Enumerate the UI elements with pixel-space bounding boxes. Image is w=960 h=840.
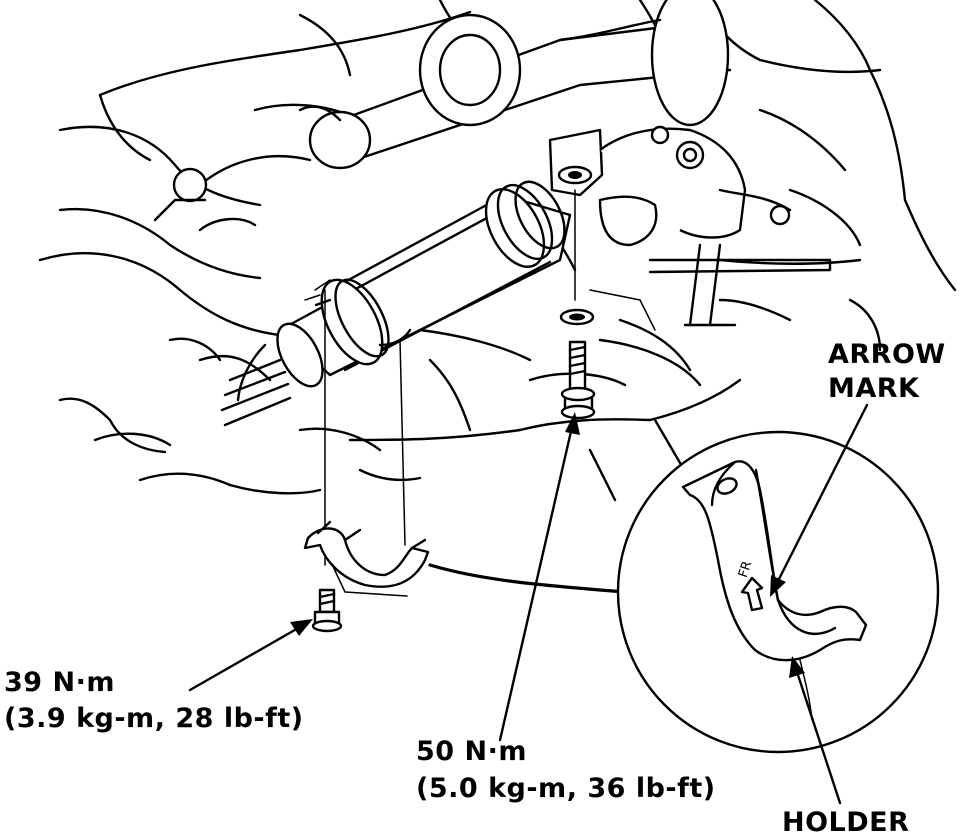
- holder-exploded: [303, 520, 430, 588]
- stabilizer-bar: [153, 0, 732, 222]
- left-bolt: [311, 588, 343, 633]
- holder-label: HOLDER: [782, 807, 910, 838]
- alignment-lines: [304, 279, 656, 597]
- detail-view: [616, 430, 940, 754]
- arrow-mark-label-line1: ARROW: [828, 339, 946, 370]
- arrow-mark-label-line2: MARK: [828, 373, 920, 404]
- torque-left-conversion: (3.9 kg-m, 28 lb-ft): [4, 703, 304, 734]
- right-bolt-assembly: [559, 189, 596, 420]
- torque-right-value: 50 N·m: [416, 736, 527, 767]
- leader-arrows: [188, 403, 869, 805]
- gearbox-housing: [220, 180, 572, 427]
- detail-leader: [428, 563, 627, 594]
- torque-right-conversion: (5.0 kg-m, 36 lb-ft): [416, 773, 716, 804]
- torque-left-value: 39 N·m: [4, 667, 115, 698]
- gearbox-bracket: [548, 125, 832, 327]
